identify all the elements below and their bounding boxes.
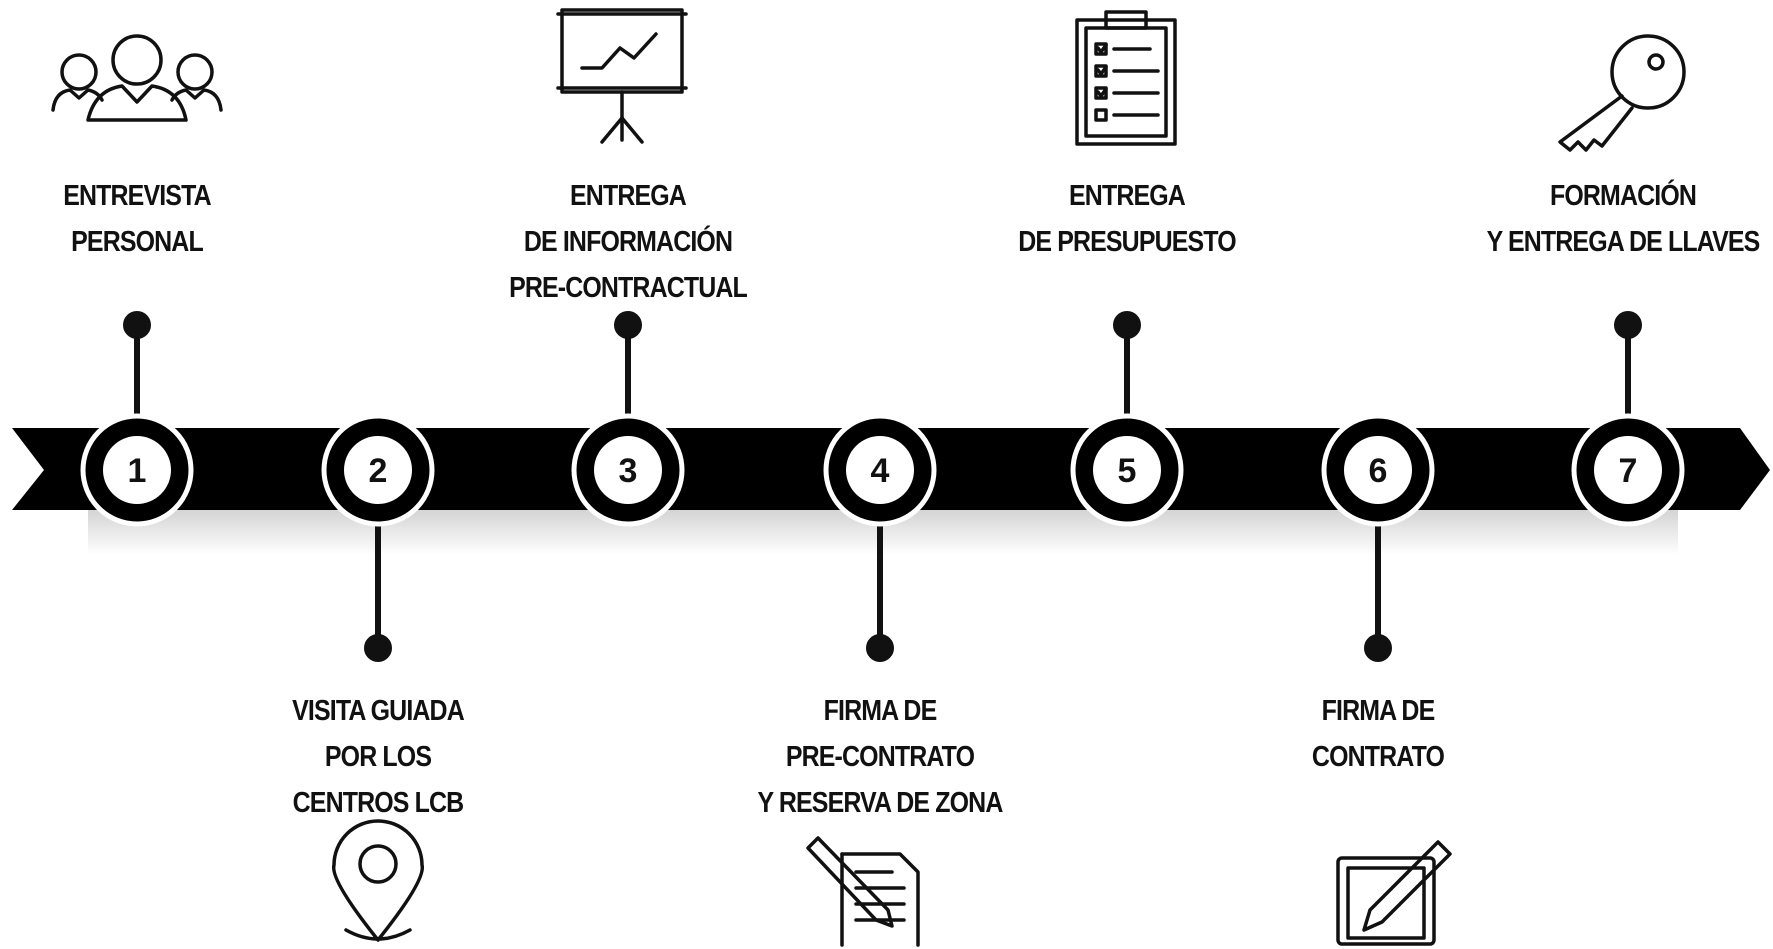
connectors [123, 311, 1642, 662]
people-group-icon [51, 34, 223, 122]
svg-text:5: 5 [1118, 452, 1137, 490]
step-marker-2: 2 [321, 413, 435, 527]
edit-square-icon [1336, 840, 1452, 946]
svg-text:1: 1 [128, 452, 147, 490]
document-pencil-icon [806, 836, 920, 947]
key-icon [1558, 34, 1686, 152]
svg-text:2: 2 [369, 452, 388, 490]
presentation-board-icon [556, 8, 688, 144]
step-marker-1: 1 [80, 413, 194, 527]
step-marker-6: 6 [1321, 413, 1435, 527]
svg-text:3: 3 [619, 452, 638, 490]
step-marker-5: 5 [1070, 413, 1184, 527]
step-marker-3: 3 [571, 413, 685, 527]
svg-text:7: 7 [1619, 452, 1638, 490]
svg-text:6: 6 [1369, 452, 1388, 490]
step-circles: 1 2 3 4 5 6 7 [80, 413, 1685, 527]
step-marker-7: 7 [1571, 413, 1685, 527]
svg-text:4: 4 [871, 452, 890, 490]
step-marker-4: 4 [823, 413, 937, 527]
checklist-clipboard-icon [1075, 10, 1177, 146]
location-pin-icon [331, 819, 425, 942]
